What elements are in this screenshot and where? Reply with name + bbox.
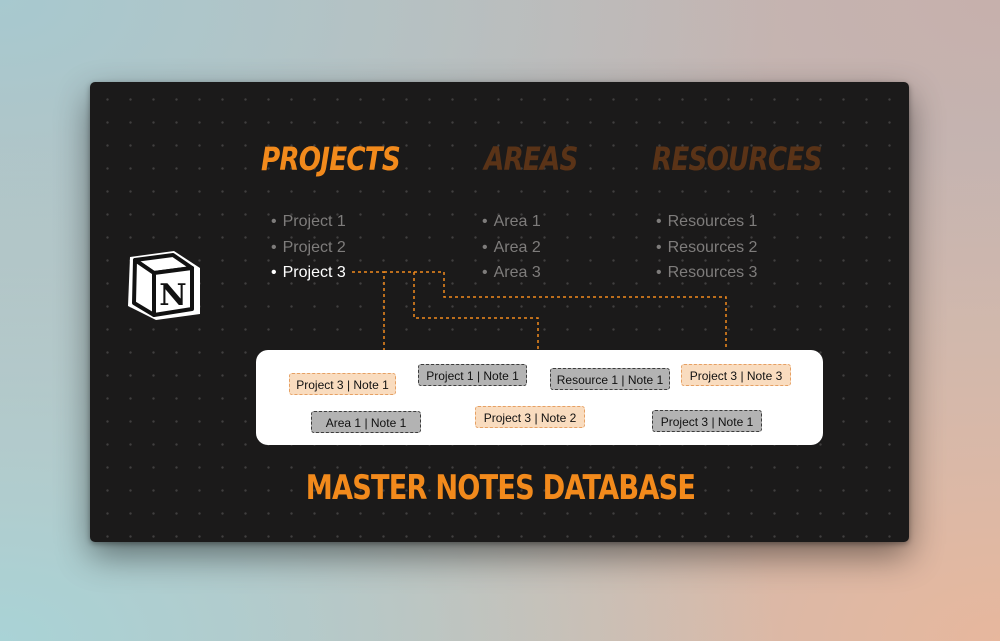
notion-logo-icon: N [128,251,200,320]
area-item-3[interactable]: Area 3 [482,263,541,289]
resources-item-1[interactable]: Resources 1 [656,212,758,238]
project-item-3-selected[interactable]: Project 3 [271,263,346,289]
resources-list: Resources 1 Resources 2 Resources 3 [656,212,758,289]
area-item-1[interactable]: Area 1 [482,212,541,238]
resources-heading: RESOURCES [652,140,822,178]
projects-heading: PROJECTS [261,140,401,178]
projects-list: Project 1 Project 2 Project 3 [271,212,346,289]
note-chip[interactable]: Project 3 | Note 1 [652,410,762,432]
areas-list: Area 1 Area 2 Area 3 [482,212,541,289]
note-chip[interactable]: Area 1 | Note 1 [311,411,421,433]
notion-letter: N [159,278,186,313]
project-item-1[interactable]: Project 1 [271,212,346,238]
areas-heading: AREAS [484,140,578,178]
resources-item-2[interactable]: Resources 2 [656,238,758,264]
resources-item-3[interactable]: Resources 3 [656,263,758,289]
note-chip[interactable]: Project 1 | Note 1 [418,364,527,386]
area-item-2[interactable]: Area 2 [482,238,541,264]
database-title: MASTER NOTES DATABASE [0,468,1000,508]
note-chip[interactable]: Project 3 | Note 1 [289,373,396,395]
database-title-text: MASTER NOTES DATABASE [305,468,695,508]
note-chip[interactable]: Project 3 | Note 2 [475,406,585,428]
note-chip[interactable]: Resource 1 | Note 1 [550,368,670,390]
project-item-2[interactable]: Project 2 [271,238,346,264]
note-chip[interactable]: Project 3 | Note 3 [681,364,791,386]
